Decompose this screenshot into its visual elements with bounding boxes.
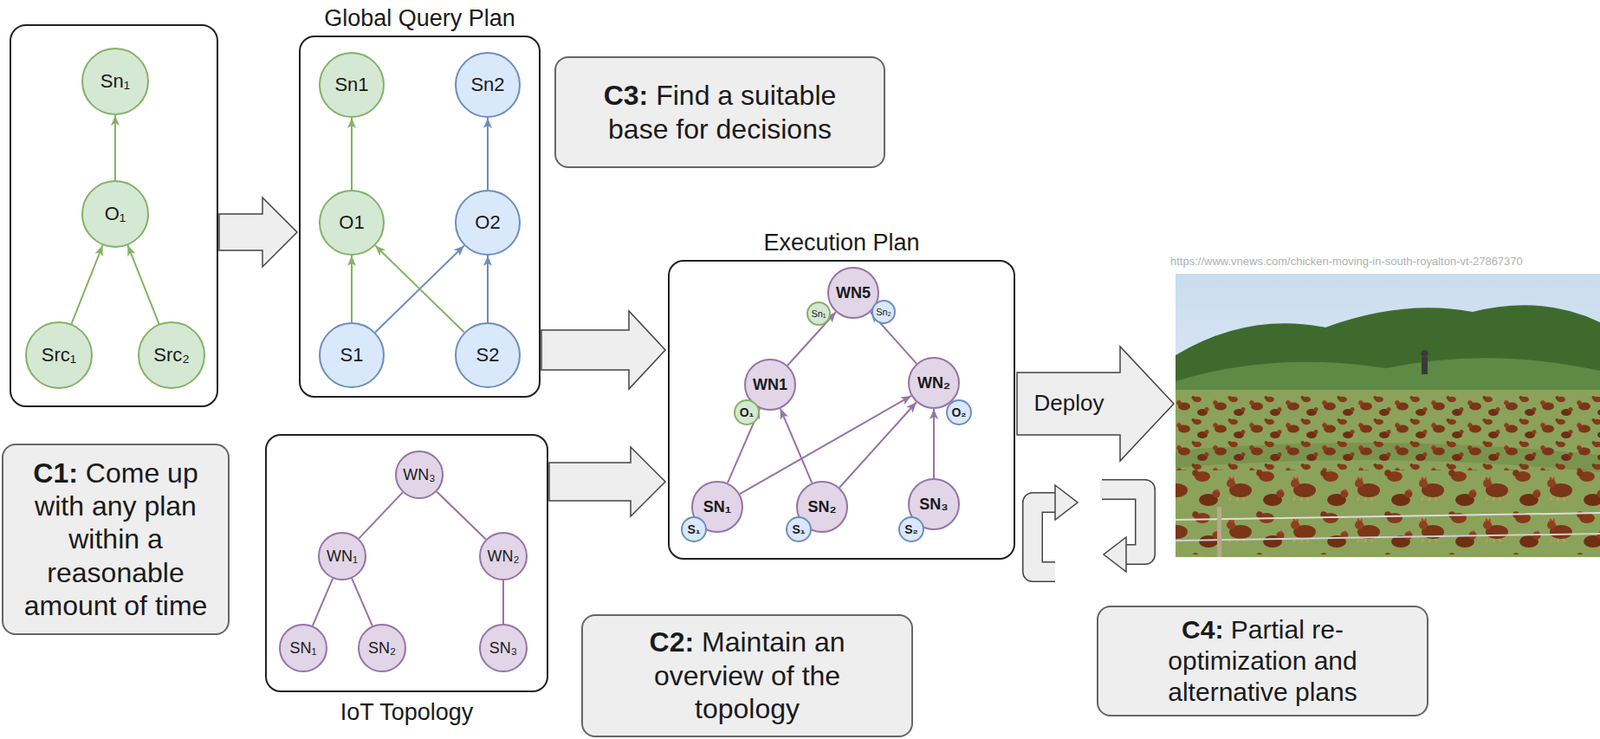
node-label: O2 [474, 213, 500, 233]
panel-title: Global Query Plan [248, 4, 591, 33]
node-label: Sn1 [334, 75, 369, 95]
node-circle: O2 [454, 189, 521, 256]
arrow-label: Deploy [1034, 389, 1105, 417]
node-circle: O₂ [945, 399, 972, 426]
cycle-arrows [1032, 485, 1146, 572]
node-label: Sn2 [470, 75, 505, 95]
node-label: Src₁ [41, 345, 77, 365]
callout-number: C1: [32, 457, 78, 489]
node-label: O₁ [104, 204, 127, 224]
node-label: SN₂ [368, 640, 396, 656]
connector [351, 578, 373, 627]
node-label: S₂ [904, 523, 919, 536]
connector [932, 408, 935, 479]
node-circle: Sn₁ [81, 47, 149, 116]
node-circle: S₁ [680, 516, 707, 543]
node-circle: Sn₁ [806, 301, 831, 326]
node-circle: SN₁ [278, 623, 328, 673]
node-label: Sn₂ [875, 307, 892, 318]
node-label: S1 [340, 345, 364, 365]
node-label: Sn₁ [100, 71, 130, 91]
node-circle: WN₂ [479, 531, 528, 581]
callout-box: C3:Find a suitable base for decisions [554, 56, 886, 169]
connector [71, 245, 103, 324]
source-url: https://www.vnews.com/chicken-moving-in-… [1170, 254, 1523, 269]
connector [375, 246, 465, 333]
node-circle: Src₁ [25, 321, 93, 389]
node-circle: Sn2 [454, 51, 521, 118]
node-label: WN₃ [402, 466, 435, 483]
node-circle: SN₃ [479, 623, 528, 673]
connector [358, 492, 402, 538]
node-circle: Src₂ [137, 321, 206, 389]
node-label: WN5 [835, 285, 871, 301]
node-circle: S2 [454, 322, 521, 389]
connector [486, 117, 489, 190]
node-label: SN₁ [703, 498, 732, 515]
callout-number: C4: [1181, 615, 1224, 644]
callout-text: C2:Maintain an overview of the topology [598, 625, 896, 726]
deploy-arrow [1017, 346, 1174, 461]
callout-text: C1:Come up with any plan within a reason… [19, 456, 213, 623]
node-circle: SN₂ [357, 623, 407, 673]
connector [739, 395, 912, 494]
plan-frame [10, 25, 218, 407]
node-circle: O₁ [81, 180, 149, 248]
node-circle: WN₃ [395, 450, 444, 499]
panel-frame: Execution PlanWN5Sn₁Sn₂WN1O₁WN₂O₂SN₁S₁SN… [667, 259, 1016, 560]
connector [436, 491, 486, 539]
callout-text: C4:Partial re-optimization and alternati… [1114, 614, 1412, 708]
node-label: SN₃ [489, 640, 518, 656]
connector [127, 245, 159, 324]
callout-box: C4:Partial re-optimization and alternati… [1096, 605, 1429, 717]
node-label: O1 [338, 213, 364, 233]
block-arrow [549, 446, 666, 517]
callout-text: C3:Find a suitable base for decisions [571, 78, 869, 146]
node-circle: S₂ [898, 516, 925, 543]
node-circle: WN₁ [317, 531, 367, 581]
node-label: WN1 [752, 376, 788, 393]
panel-frame: IoT TopologyWN₃WN₁WN₂SN₁SN₂SN₃ [265, 434, 549, 693]
panel-frame: Global Query PlanSn1Sn2O1O2S1S2 [298, 35, 541, 398]
connector [312, 578, 333, 626]
block-arrow [219, 197, 298, 267]
node-circle: O1 [318, 189, 385, 256]
callout-box: C2:Maintain an overview of the topology [581, 614, 914, 738]
connector [350, 255, 353, 323]
node-label: WN₂ [487, 548, 520, 564]
callout-number: C2: [649, 626, 695, 658]
connector [839, 401, 917, 487]
node-label: S2 [476, 345, 500, 365]
connector [375, 246, 465, 333]
node-circle: Sn1 [318, 51, 385, 118]
connector [350, 117, 353, 190]
callout-number: C3: [603, 79, 649, 111]
callout-box: C1:Come up with any plan within a reason… [1, 443, 230, 635]
chicken-photo [1175, 273, 1600, 558]
node-label: Src₂ [153, 345, 190, 365]
block-arrow [541, 310, 666, 389]
node-label: S₁ [791, 523, 805, 536]
connector [780, 408, 813, 484]
node-label: O₁ [739, 406, 755, 419]
node-label: O₂ [951, 406, 966, 419]
node-label: S₁ [686, 523, 700, 536]
node-label: WN₂ [917, 375, 951, 391]
panel-title: Execution Plan [617, 228, 1066, 257]
connector [502, 580, 505, 624]
connector [114, 115, 117, 181]
node-circle: Sn₂ [871, 299, 896, 324]
node-label: Sn₁ [810, 309, 826, 319]
node-circle: O₁ [733, 399, 760, 426]
panel-title: IoT Topology [214, 698, 599, 726]
node-label: SN₃ [919, 496, 948, 512]
node-label: WN₁ [326, 548, 358, 564]
node-circle: S1 [318, 322, 385, 389]
node-label: SN₁ [289, 640, 317, 656]
connector [486, 255, 489, 323]
node-circle: S₁ [785, 516, 812, 543]
node-label: SN₂ [807, 498, 836, 515]
